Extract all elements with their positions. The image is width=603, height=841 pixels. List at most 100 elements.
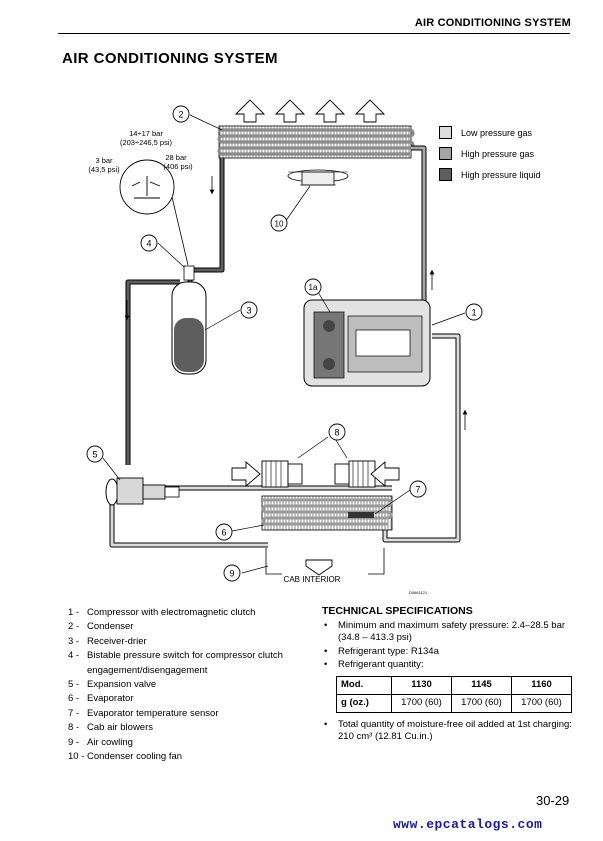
component-list: 1 - Compressor with electromagnetic clutc… (68, 606, 302, 764)
bullet-icon: • (324, 645, 328, 657)
bullet-icon: • (324, 619, 328, 631)
expansion-valve (105, 477, 180, 506)
svg-text:2: 2 (178, 110, 183, 120)
list-item: 8 - Cab air blowers (68, 721, 302, 735)
legend-item-high-pressure-liquid: High pressure liquid (439, 164, 541, 185)
legend-swatch (439, 147, 452, 160)
table-header: 1160 (511, 675, 572, 695)
page-title: AIR CONDITIONING SYSTEM (62, 50, 278, 67)
running-header: AIR CONDITIONING SYSTEM (414, 17, 571, 29)
website-watermark[interactable]: www.epcatalogs.com (393, 817, 543, 832)
callout-10: 10 (270, 214, 288, 232)
item-text: Expansion valve (87, 679, 157, 691)
svg-text:9: 9 (229, 569, 234, 579)
callout-8: 8 (328, 423, 346, 441)
list-item: 2 -Condenser (68, 620, 302, 634)
svg-text:6: 6 (221, 528, 226, 538)
airflow-arrows-top (234, 99, 386, 123)
svg-text:1a: 1a (309, 283, 318, 292)
receiver-drier (171, 265, 207, 375)
svg-text:3: 3 (246, 306, 251, 316)
legend-swatch (439, 126, 452, 139)
callout-6: 6 (215, 523, 233, 541)
spec-bullet: • Minimum and maximum safety pressure: 2.… (322, 620, 572, 645)
technical-specifications: TECHNICAL SPECIFICATIONS • Minimum and ma… (322, 605, 572, 744)
svg-text:1: 1 (471, 308, 476, 318)
spec-text: Refrigerant quantity: (338, 659, 424, 670)
table-header-row: Mod. 1130 1145 1160 (336, 675, 572, 695)
list-item: 1 - Compressor with electromagnetic clutc… (68, 606, 302, 620)
svg-text:7: 7 (415, 485, 420, 495)
spec-bullet: • Refrigerant type: R134a (322, 646, 572, 659)
callout-1: 1 (465, 303, 483, 321)
item-number: 2 - (68, 621, 80, 633)
item-number: 8 - (68, 722, 80, 734)
item-text: Compressor with electromagnetic clutch (87, 607, 256, 618)
bullet-icon: • (324, 718, 328, 730)
refrigerant-quantity-table: Mod. 1130 1145 1160 g (oz.) 1700 (60) 17… (336, 675, 572, 713)
spec-text: Minimum and maximum safety pressure: 2.4… (338, 619, 566, 644)
table-cell: 1700 (60) (451, 693, 512, 713)
page-number: 30-29 (536, 793, 570, 808)
pressure-switch-detail (119, 159, 189, 266)
item-text: Bistable pressure switch for compressor … (87, 650, 283, 676)
item-text: Cab air blowers (87, 722, 153, 734)
bullet-icon: • (324, 659, 328, 670)
list-item: 9 - Air cowling (68, 736, 302, 750)
svg-text:(406 psi): (406 psi) (163, 162, 193, 171)
legend-item-high-pressure-gas: High pressure gas (439, 143, 541, 164)
callout-3: 3 (240, 301, 258, 319)
blower-air-arrows (231, 461, 400, 576)
ac-system-diagram: 2 4 10 1a 3 1 8 5 7 6 9 14÷17 bar (86, 99, 483, 595)
spec-text: Total quantity of moisture-free oil adde… (338, 718, 572, 743)
item-text: Condenser cooling fan (87, 751, 183, 763)
callout-5: 5 (86, 445, 104, 463)
list-item: 10 -Condenser cooling fan (68, 750, 302, 764)
cab-interior-label: CAB INTERIOR (284, 575, 341, 584)
item-number: 3 - (68, 635, 80, 647)
list-item: 4 -Bistable pressure switch for compress… (68, 649, 302, 678)
item-text: Evaporator (87, 693, 134, 705)
leader-lines (102, 114, 466, 574)
list-item: 7 - Evaporator temperature sensor (68, 707, 302, 721)
callout-1a: 1a (304, 278, 322, 296)
item-text: Evaporator temperature sensor (87, 707, 219, 719)
svg-text:14÷17 bar: 14÷17 bar (129, 129, 163, 138)
condenser-fan (287, 169, 349, 186)
item-number: 7 - (68, 707, 80, 719)
svg-text:3 bar: 3 bar (95, 156, 113, 165)
legend-item-low-pressure-gas: Low pressure gas (439, 122, 541, 143)
table-row: g (oz.) 1700 (60) 1700 (60) 1700 (60) (336, 693, 572, 713)
table-cell: g (oz.) (336, 693, 392, 713)
callout-2: 2 (172, 105, 190, 123)
svg-text:8: 8 (334, 428, 339, 438)
svg-text:5: 5 (92, 450, 97, 460)
item-number: 9 - (68, 736, 80, 748)
condenser-coil (217, 125, 415, 159)
specs-title: TECHNICAL SPECIFICATIONS (322, 605, 473, 617)
figure-code: D0661121 (409, 590, 428, 595)
air-cowling (265, 548, 385, 575)
flow-arrows (124, 176, 468, 430)
spec-bullet: • Refrigerant quantity: (322, 659, 572, 672)
svg-text:28 bar: 28 bar (165, 153, 187, 162)
item-text: Air cowling (87, 736, 133, 748)
list-item: 5 - Expansion valve (68, 678, 302, 692)
table-header: Mod. (336, 675, 392, 695)
callout-4: 4 (140, 234, 158, 252)
table-cell: 1700 (60) (391, 693, 452, 713)
item-number: 5 - (68, 679, 80, 691)
spec-bullet: • Total quantity of moisture-free oil add… (322, 719, 572, 744)
header-rule (58, 33, 570, 34)
cab-air-blowers (261, 460, 376, 488)
legend-label: Low pressure gas (461, 127, 533, 138)
pressure-labels: 14÷17 bar (203÷246,5 psi) 3 bar (43,5 ps… (88, 129, 193, 174)
evaporator-coil (261, 495, 393, 531)
legend-label: High pressure gas (461, 148, 535, 159)
callout-9: 9 (223, 564, 241, 582)
item-number: 10 - (68, 751, 85, 763)
legend-label: High pressure liquid (461, 169, 541, 180)
legend-swatch (439, 168, 452, 181)
item-number: 1 - (68, 607, 80, 618)
spec-text: Refrigerant type: R134a (338, 645, 439, 657)
